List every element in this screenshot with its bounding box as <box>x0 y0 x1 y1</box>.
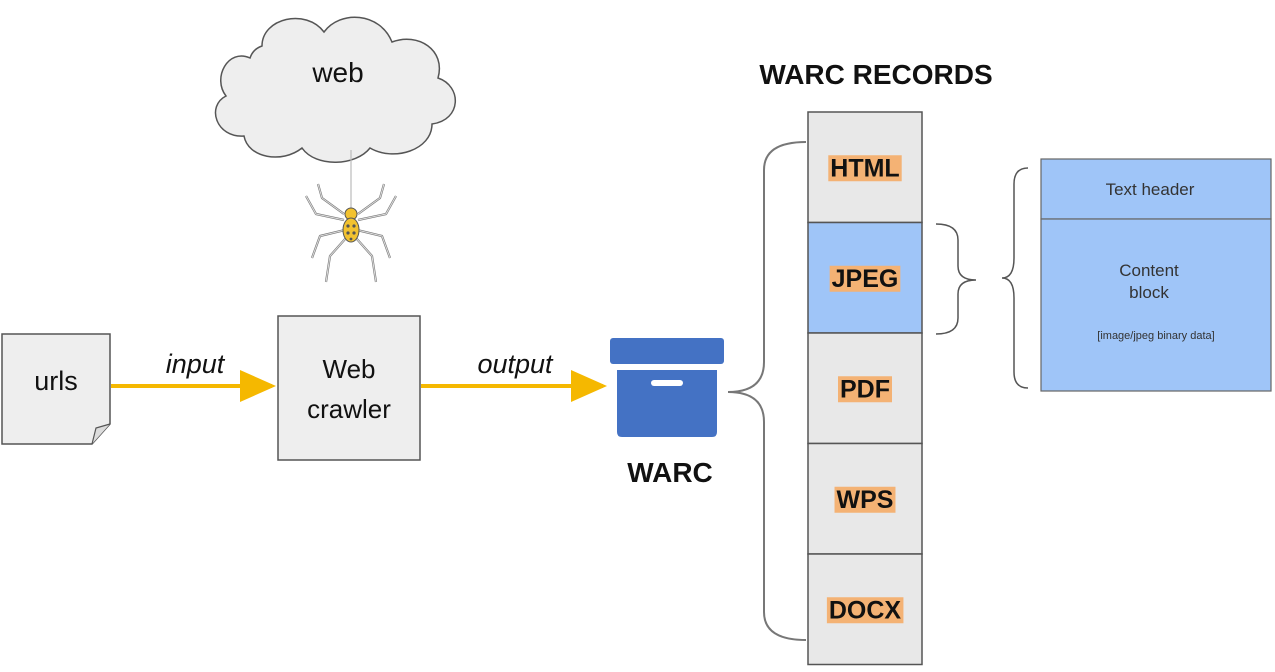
record-cell <box>807 111 923 224</box>
warc-record-wps: WPS <box>807 442 923 555</box>
records-brace <box>727 141 807 641</box>
record-label: DOCX <box>829 596 902 624</box>
archive-box-icon <box>610 338 724 437</box>
record-label: JPEG <box>832 265 899 293</box>
warc-records-title: WARC RECORDS <box>759 59 992 90</box>
warc-record-jpeg: JPEG <box>807 221 923 334</box>
record-label: WPS <box>837 486 894 514</box>
record-label-highlight <box>829 265 901 292</box>
detail-content-line2: block <box>1129 283 1169 302</box>
record-label: HTML <box>830 154 899 182</box>
record-label-highlight <box>834 486 896 513</box>
warc-record-pdf: PDF <box>807 332 923 445</box>
detail-header-text: Text header <box>1106 180 1195 199</box>
input-label: input <box>166 349 226 379</box>
detail-content-line1: Content <box>1119 261 1179 280</box>
record-label-highlight <box>828 155 902 182</box>
web-label: web <box>311 57 363 88</box>
warc-label: WARC <box>627 457 713 488</box>
output-arrow: output <box>421 349 607 402</box>
warc-records-stack: HTML JPEG PDF WPS DOCX <box>807 111 923 666</box>
web-cloud: web <box>214 16 456 163</box>
cloud-shape <box>214 16 456 163</box>
urls-label: urls <box>34 366 78 396</box>
input-arrow: input <box>111 349 276 402</box>
web-crawler-box: Web crawler <box>277 315 421 461</box>
record-label-highlight <box>838 376 892 403</box>
spider-icon <box>305 150 397 283</box>
warc-record-html: HTML <box>807 111 923 224</box>
record-detail: Text header Content block [image/jpeg bi… <box>1040 158 1272 392</box>
jpeg-brace <box>935 223 977 335</box>
urls-document: urls <box>1 333 111 445</box>
crawler-label-line1: Web <box>323 354 376 384</box>
warc-record-docx: DOCX <box>807 553 923 666</box>
output-label: output <box>477 349 554 379</box>
crawler-label-line2: crawler <box>307 394 391 424</box>
detail-content-note: [image/jpeg binary data] <box>1097 330 1214 342</box>
detail-brace <box>1001 167 1029 389</box>
record-label-highlight <box>826 597 904 624</box>
record-label: PDF <box>840 375 890 403</box>
